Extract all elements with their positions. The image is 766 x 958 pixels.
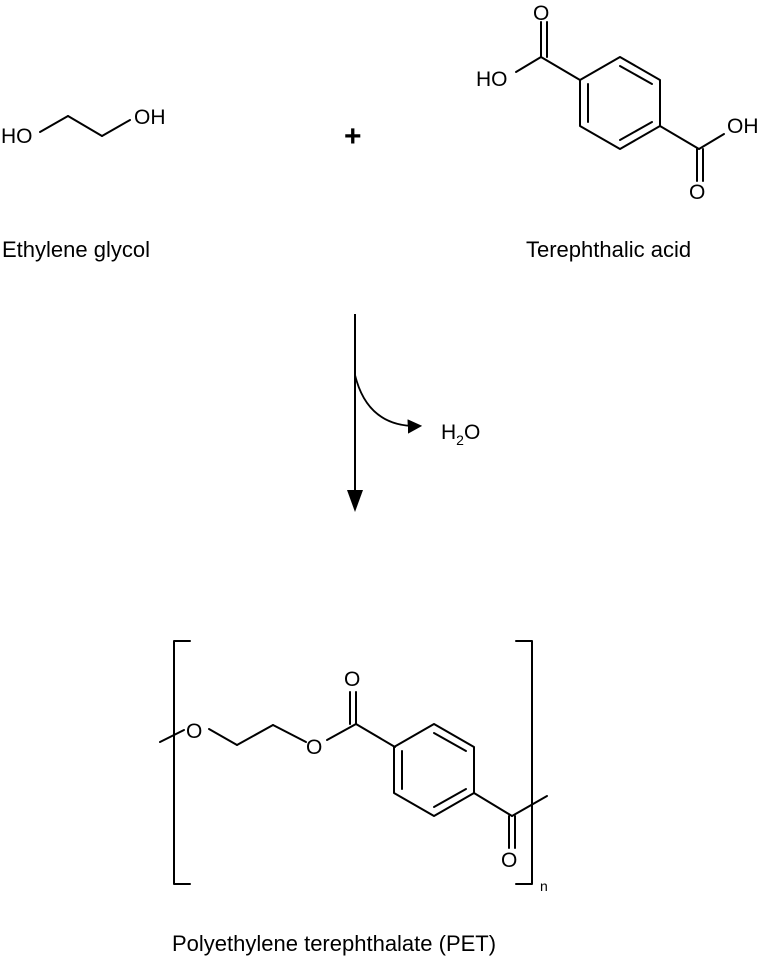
plus-sign: +	[344, 120, 362, 153]
terephthalic-acid-structure: O HO OH O	[476, 2, 759, 204]
pet-structure: O O O O	[159, 668, 548, 872]
terephthalic-bottom-o-label: O	[689, 181, 705, 204]
water-byproduct-label: H2O	[441, 421, 480, 448]
pet-ether-o-left-label: O	[186, 720, 202, 743]
pet-ether-o-right-label: O	[306, 736, 322, 759]
terephthalic-top-o-label: O	[533, 2, 549, 25]
repeat-unit-brackets	[173, 640, 533, 885]
ethylene-glycol-caption: Ethylene glycol	[2, 237, 150, 262]
ethylene-glycol-oh-label: OH	[134, 106, 166, 129]
pet-carbonyl-o-top-label: O	[344, 668, 360, 691]
ethylene-glycol-ho-label: HO	[1, 125, 33, 148]
reaction-arrow	[347, 314, 363, 512]
ethylene-glycol-structure: HO OH	[1, 106, 166, 148]
terephthalic-ho-label: HO	[476, 68, 508, 91]
repeat-unit-subscript: n	[540, 878, 548, 894]
pet-caption: Polyethylene terephthalate (PET)	[172, 931, 496, 956]
terephthalic-acid-caption: Terephthalic acid	[526, 237, 691, 262]
byproduct-elimination-arrow	[354, 374, 423, 434]
terephthalic-oh-label: OH	[727, 115, 759, 138]
pet-carbonyl-o-bottom-label: O	[501, 849, 517, 872]
